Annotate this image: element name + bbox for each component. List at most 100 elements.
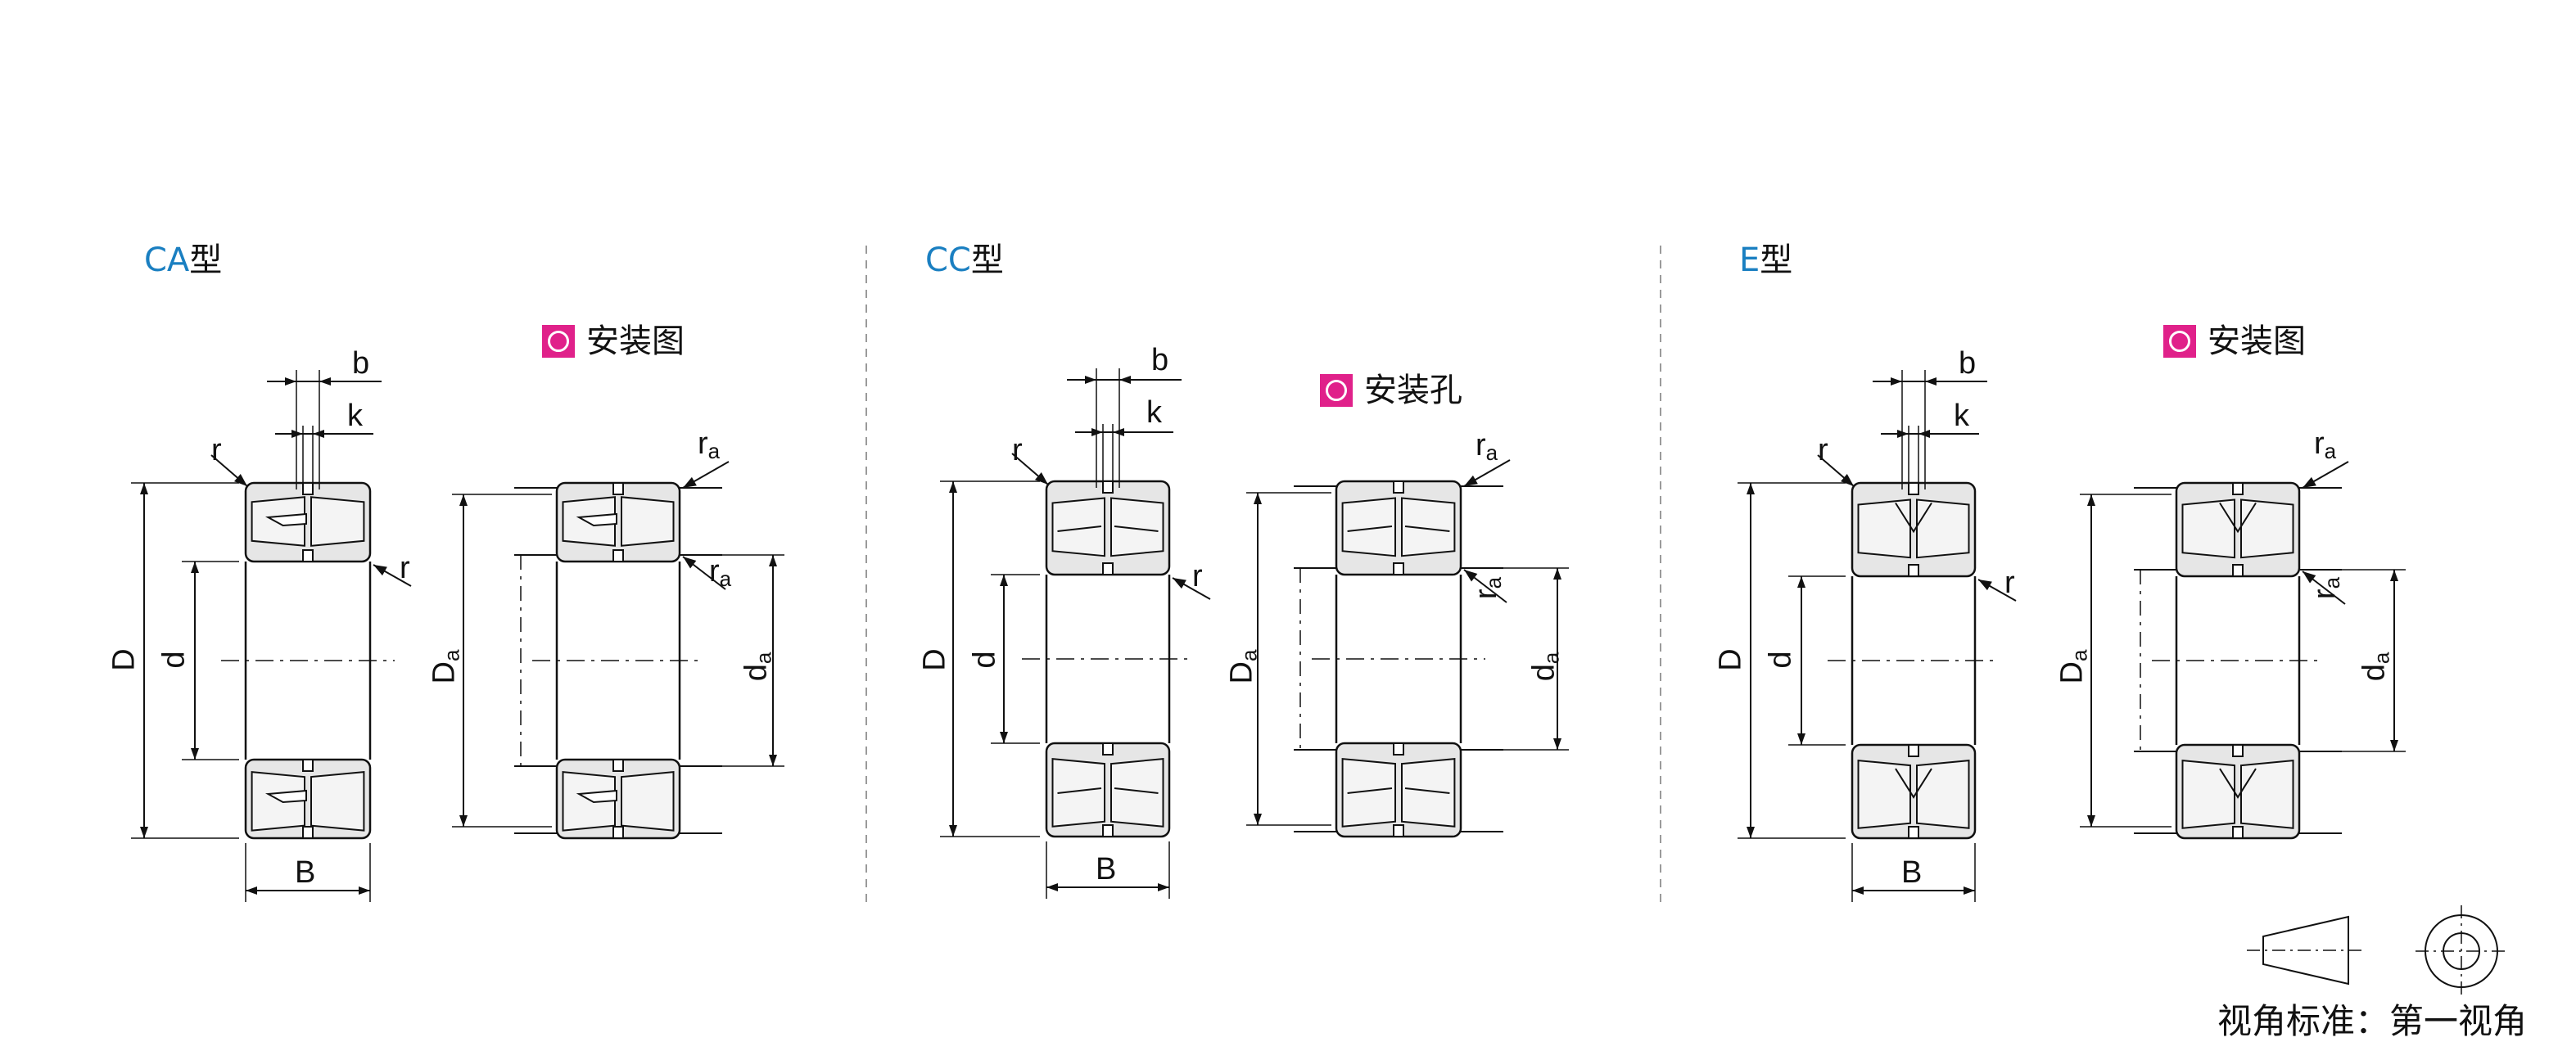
arrowhead [1091, 428, 1103, 436]
roller-right [1401, 757, 1456, 828]
legend-label: 安装图 [2208, 323, 2306, 360]
label-D: D [1713, 648, 1748, 671]
title-ca: CA型 [144, 239, 222, 282]
type-code: CA [144, 241, 190, 279]
label-b: b [1959, 346, 1977, 381]
roller-left [2181, 759, 2235, 829]
arrowhead [373, 565, 387, 576]
label-d: d [1763, 651, 1798, 669]
roller-right [310, 496, 365, 547]
arrowhead [1254, 493, 1262, 504]
cage [1114, 526, 1159, 532]
label-da: da [1525, 652, 1569, 682]
label-D: D [106, 648, 142, 671]
cage [1057, 787, 1102, 794]
arrowhead [1254, 814, 1262, 825]
label-r: r [1818, 433, 1828, 467]
roller-right [1110, 497, 1164, 557]
guide-ring [2232, 744, 2244, 757]
panel-cc [940, 368, 1569, 899]
label-B: B [295, 855, 316, 890]
guide-ring [2232, 482, 2244, 495]
label-main: d [2357, 664, 2392, 682]
guide-ring [1908, 564, 1919, 577]
arrowhead [191, 748, 199, 760]
guide-ring [302, 549, 314, 562]
type-suffix: 型 [189, 241, 223, 279]
roller-left [2181, 498, 2235, 559]
cage [576, 512, 617, 527]
roller-left [1051, 497, 1105, 557]
arrowhead [1797, 576, 1805, 588]
type-suffix: 型 [1760, 241, 1793, 279]
guide-ring [1102, 824, 1114, 837]
title-cc: CC型 [925, 239, 1004, 282]
cage [264, 789, 307, 804]
arrowhead [246, 886, 257, 895]
label-ra: ra [2307, 577, 2350, 599]
cage [1114, 787, 1159, 794]
bearing-section-view [131, 370, 412, 902]
label-d: d [156, 651, 192, 669]
label-r: r [211, 433, 222, 467]
label-subscript: a [751, 652, 776, 665]
label-d: d [967, 651, 1002, 669]
label-main: r [1469, 589, 1504, 600]
arrowhead [319, 377, 331, 386]
roller-right [621, 496, 675, 547]
roller-right [1401, 497, 1456, 557]
label-subscript: a [2324, 439, 2337, 463]
label-main: r [2307, 589, 2343, 600]
label-subscript: a [2320, 576, 2345, 589]
roller-left [562, 771, 616, 832]
label-r: r [2004, 566, 2015, 600]
guide-ring [612, 759, 624, 772]
label-subscript: a [1236, 649, 1262, 662]
guide-ring [1102, 562, 1114, 575]
cage [1347, 526, 1393, 532]
roller-group [1341, 742, 1456, 837]
type-code: CC [925, 241, 971, 279]
arrowhead [140, 483, 148, 494]
guide-ring [302, 759, 314, 772]
arrowhead [2390, 740, 2398, 751]
legend-label: 安装孔 [1364, 372, 1462, 409]
roller-right [1916, 759, 1970, 829]
cage [576, 789, 617, 804]
label-ra: ra [698, 426, 720, 469]
arrowhead [1046, 883, 1058, 891]
truncated-cone-side [2262, 915, 2349, 986]
arrowhead [1000, 732, 1008, 743]
arrowhead [1978, 580, 1992, 591]
guide-ring [1393, 824, 1404, 837]
arrowhead [1553, 738, 1561, 750]
roller-group [251, 759, 365, 839]
roller-group [1857, 482, 1970, 577]
circle-marker-icon [542, 325, 575, 358]
guide-ring [1102, 480, 1114, 494]
arrowhead [140, 827, 148, 838]
title-e: E型 [1739, 239, 1792, 282]
cage [2219, 768, 2257, 799]
arrowhead [1173, 578, 1186, 589]
arrowhead [769, 555, 777, 566]
label-k: k [1954, 399, 1969, 433]
arrowhead [769, 755, 777, 766]
projection-standard-label: 视角标准：第一视角 [2217, 1001, 2528, 1041]
arrowhead [2303, 476, 2316, 488]
arrowhead [949, 825, 957, 837]
arrowhead [1891, 377, 1902, 386]
label-B: B [1901, 855, 1923, 890]
label-B: B [1096, 852, 1117, 886]
label-r: r [1012, 433, 1023, 467]
arrowhead [683, 557, 697, 569]
guide-ring [612, 482, 624, 495]
label-b: b [352, 346, 370, 381]
arrowhead [2087, 494, 2095, 506]
label-subscript: a [2369, 652, 2394, 665]
mounting-view [1246, 459, 1569, 838]
arrowhead [1119, 376, 1131, 384]
cage [264, 512, 307, 527]
guide-ring [612, 826, 624, 839]
label-D: D [917, 648, 952, 671]
